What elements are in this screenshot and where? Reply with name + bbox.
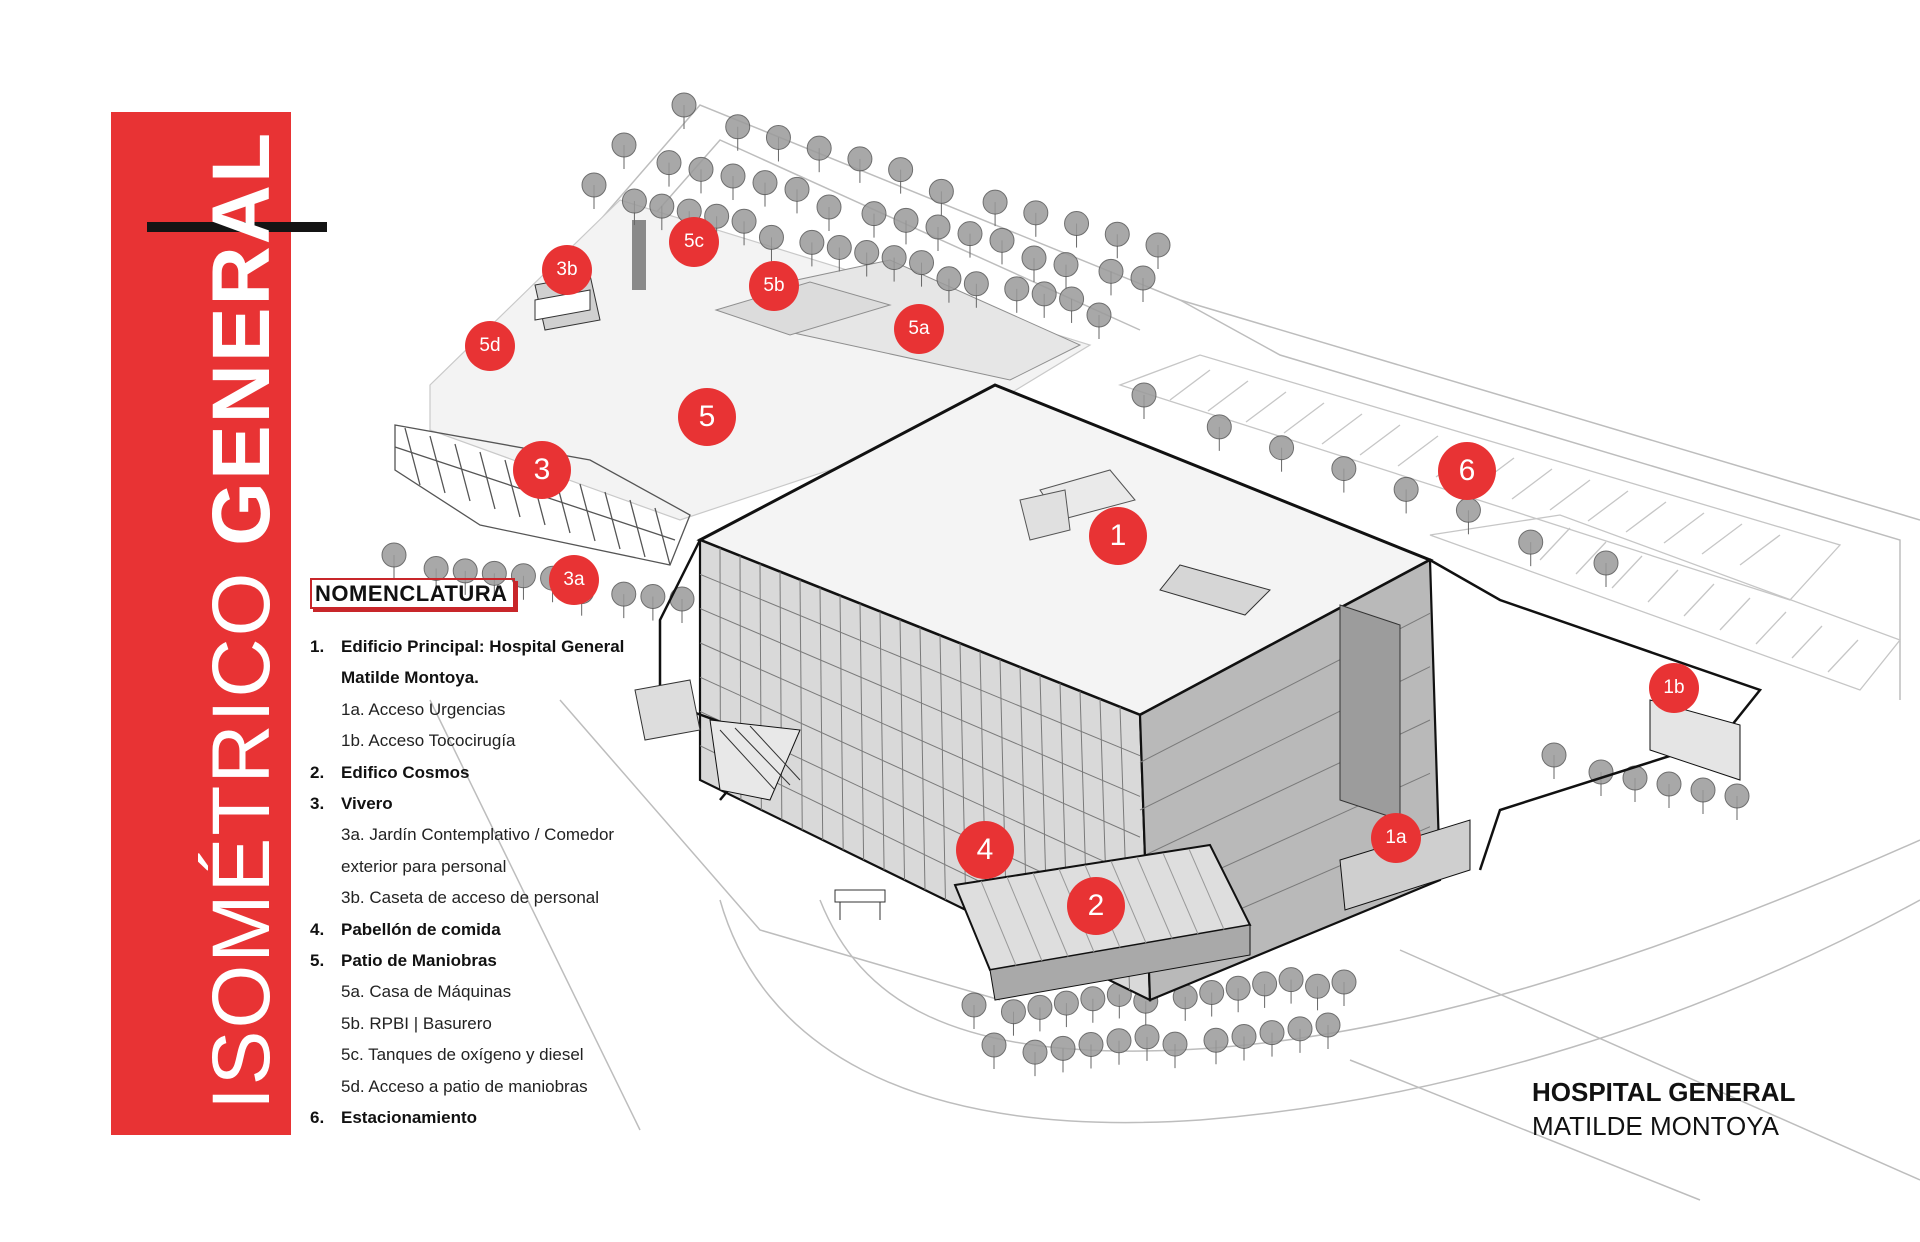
legend-row: 2. Edifico Cosmos — [310, 757, 680, 788]
legend-row: 4. Pabellón de comida — [310, 914, 680, 945]
site-marker: 5 — [678, 388, 736, 446]
parking-lot — [1118, 354, 1902, 691]
hospital-name-line1: HOSPITAL GENERAL — [1532, 1077, 1796, 1107]
site-marker: 3a — [549, 555, 599, 605]
site-marker: 1a — [1371, 813, 1421, 863]
legend-row-number: 4. — [310, 919, 325, 939]
legend-row-number: 2. — [310, 762, 325, 782]
legend-row: 5a. Casa de Máquinas — [310, 976, 680, 1007]
legend-row: Matilde Montoya. — [310, 662, 680, 693]
legend-row-text: Edifico Cosmos — [341, 762, 470, 782]
legend-row: 3. Vivero — [310, 788, 680, 819]
legend-row: 1a. Acceso Urgencias — [310, 694, 680, 725]
legend-row-text: Estacionamiento — [341, 1108, 478, 1128]
legend-title: NOMENCLATURA — [310, 578, 515, 609]
legend-row: 1b. Acceso Tococirugía — [310, 725, 680, 756]
legend-row-number: 3. — [310, 794, 325, 814]
title-accent-bar — [147, 222, 327, 232]
legend-row-number: 1. — [310, 637, 325, 656]
site-marker: 5b — [749, 261, 799, 311]
site-marker: 3b — [542, 245, 592, 295]
legend-row-text: Pabellón de comida — [341, 919, 501, 939]
site-marker: 5d — [465, 321, 515, 371]
food-pavilion — [834, 889, 886, 920]
site-marker: 6 — [1438, 442, 1496, 500]
page-title-bold: GENERAL — [196, 130, 287, 546]
legend-row: 1. Edificio Principal: Hospital General — [310, 631, 680, 662]
site-marker: 5a — [894, 304, 944, 354]
legend-row: 3a. Jardín Contemplativo / Comedor — [310, 819, 680, 850]
legend-row-text: Matilde Montoya. — [341, 668, 479, 688]
site-marker: 2 — [1067, 877, 1125, 935]
legend-row: 5d. Acceso a patio de maniobras — [310, 1071, 680, 1102]
legend-row-number: 6. — [310, 1108, 325, 1128]
legend-row-text: 3a. Jardín Contemplativo / Comedor — [341, 825, 615, 845]
legend-row-text: 1b. Acceso Tococirugía — [341, 731, 516, 751]
page-title-light: ISOMÉTRICO — [196, 570, 287, 1110]
legend: NOMENCLATURA 1. Edificio Principal: Hospi… — [310, 578, 680, 1134]
legend-row-text: exterior para personal — [341, 856, 507, 876]
legend-row-text: 5b. RPBI | Basurero — [341, 1013, 492, 1033]
site-marker: 1b — [1649, 663, 1699, 713]
legend-row-text: Patio de Maniobras — [341, 951, 497, 971]
site-marker: 1 — [1089, 507, 1147, 565]
legend-row-text: 5a. Casa de Máquinas — [341, 982, 512, 1002]
legend-row-text: 1a. Acceso Urgencias — [341, 699, 506, 719]
site-marker: 3 — [513, 441, 571, 499]
page-title: ISOMÉTRICO GENERAL — [196, 131, 287, 1110]
legend-row-text: Edificio Principal: Hospital General — [341, 637, 625, 656]
legend-row-text: 5d. Acceso a patio de maniobras — [341, 1076, 588, 1096]
legend-row: 5c. Tanques de oxígeno y diesel — [310, 1039, 680, 1070]
legend-row-text: 5c. Tanques de oxígeno y diesel — [341, 1045, 584, 1065]
legend-row: 3b. Caseta de acceso de personal — [310, 882, 680, 913]
legend-row: 5b. RPBI | Basurero — [310, 1008, 680, 1039]
legend-row-number: 5. — [310, 951, 325, 971]
hospital-name: HOSPITAL GENERAL MATILDE MONTOYA — [1532, 1075, 1795, 1143]
title-band — [111, 112, 327, 1135]
legend-row: 6. Estacionamiento — [310, 1102, 680, 1133]
site-marker: 4 — [956, 821, 1014, 879]
legend-row-text: 3b. Caseta de acceso de personal — [341, 888, 600, 908]
site-marker: 5c — [669, 217, 719, 267]
hospital-name-line2: MATILDE MONTOYA — [1532, 1111, 1780, 1141]
legend-row-text: Vivero — [341, 794, 393, 814]
legend-row: 5. Patio de Maniobras — [310, 945, 680, 976]
legend-row: exterior para personal — [310, 851, 680, 882]
